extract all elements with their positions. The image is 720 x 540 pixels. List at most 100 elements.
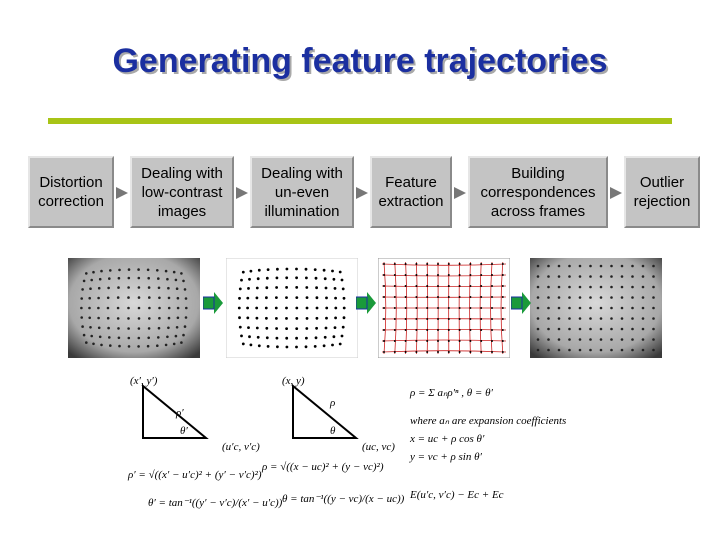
dot-mark xyxy=(109,344,112,347)
dot-mark xyxy=(491,285,493,287)
dot-mark xyxy=(127,296,130,299)
flow-arrow-icon xyxy=(510,292,531,319)
dot-mark xyxy=(274,306,278,310)
expansion-note: where aₙ are expansion coefficients xyxy=(410,415,566,427)
dot-mark xyxy=(158,306,161,310)
dot-mark xyxy=(285,327,288,330)
dot-mark xyxy=(184,297,188,300)
dot-mark xyxy=(652,275,655,278)
dot-mark xyxy=(631,327,634,331)
dot-mark xyxy=(256,335,260,339)
dot-mark xyxy=(156,344,159,347)
dot-mark xyxy=(447,340,450,342)
dot-mark xyxy=(246,296,250,300)
dot-mark xyxy=(652,285,655,289)
dot-mark xyxy=(578,338,582,341)
dot-mark xyxy=(393,296,396,298)
dot-mark xyxy=(255,286,259,290)
rho-prime-equation: ρ′ = √((x′ − u′c)² + (y′ − v′c)²) xyxy=(127,469,262,481)
dot-mark xyxy=(652,338,655,341)
dot-mark xyxy=(314,276,318,280)
dot-mark xyxy=(332,335,336,339)
dot-mark xyxy=(146,344,150,348)
dot-mark xyxy=(275,317,278,320)
dot-mark xyxy=(323,335,327,339)
dot-mark xyxy=(118,344,121,348)
dot-mark xyxy=(437,263,439,265)
dot-mark xyxy=(547,275,550,278)
dot-mark xyxy=(652,306,655,310)
dot-mark xyxy=(469,285,472,287)
dot-mark xyxy=(249,269,253,273)
dot-mark xyxy=(652,317,655,320)
step-label: Feature extraction xyxy=(378,174,444,210)
dot-mark xyxy=(323,277,327,281)
dot-mark xyxy=(137,296,141,299)
dot-mark xyxy=(469,263,472,265)
dot-mark xyxy=(116,317,120,320)
dot-mark xyxy=(599,338,603,341)
dot-mark xyxy=(116,296,120,299)
dot-mark xyxy=(631,285,634,289)
dot-mark xyxy=(89,287,92,290)
dot-mark xyxy=(185,306,188,310)
dot-mark xyxy=(180,272,183,275)
dot-mark xyxy=(276,267,279,271)
dot-mark xyxy=(340,334,344,338)
dot-mark xyxy=(249,343,253,347)
theta-prime-equation: θ′ = tan⁻¹((y′ − v′c)/(x′ − u′c)) xyxy=(148,497,283,509)
dot-mark xyxy=(589,264,592,268)
dot-mark xyxy=(127,345,131,348)
dot-mark xyxy=(447,329,450,331)
dot-mark xyxy=(610,348,613,352)
dot-mark xyxy=(248,335,251,339)
dot-mark xyxy=(599,275,603,278)
dot-mark xyxy=(599,264,603,268)
dot-mark xyxy=(315,316,319,320)
dot-mark xyxy=(137,268,140,271)
dot-mark xyxy=(578,306,582,310)
dot-mark xyxy=(275,327,278,330)
expansion-equation: ρ = Σ aₙρ′ⁿ , θ = θ′ xyxy=(409,387,494,399)
dot-mark xyxy=(480,263,483,265)
arrow-right-icon xyxy=(454,187,466,199)
dot-mark xyxy=(304,267,308,271)
dot-mark xyxy=(568,338,571,341)
dot-mark xyxy=(266,268,270,271)
dot-mark xyxy=(275,286,278,289)
dot-mark xyxy=(589,285,592,289)
dot-mark xyxy=(501,329,504,331)
tri2-top-label: (x, y) xyxy=(282,375,305,387)
page-title: Generating feature trajectories xyxy=(112,42,608,80)
feature-grid-image xyxy=(378,258,510,358)
dot-mark xyxy=(92,342,95,346)
dot-mark xyxy=(536,327,540,331)
dot-mark xyxy=(265,286,269,290)
dot-mark xyxy=(578,296,582,299)
dot-mark xyxy=(641,285,645,289)
dot-mark xyxy=(437,285,439,287)
step-correspondences: Building correspondences across frames xyxy=(468,156,608,228)
step-label: Building correspondences across frames xyxy=(480,164,596,220)
dot-mark xyxy=(404,307,407,309)
dot-mark xyxy=(147,286,151,289)
flow-arrow-icon xyxy=(202,292,223,319)
step-feature-extraction: Feature extraction xyxy=(370,156,452,228)
dot-mark xyxy=(557,348,561,352)
dot-mark xyxy=(333,326,337,329)
dot-mark xyxy=(501,351,504,353)
dot-mark xyxy=(383,329,385,331)
triangle-distorted xyxy=(142,383,209,439)
dot-mark xyxy=(631,348,634,352)
dot-mark xyxy=(118,268,121,272)
dot-mark xyxy=(437,329,439,331)
dot-mark xyxy=(437,318,439,320)
dot-mark xyxy=(256,277,260,281)
dot-mark xyxy=(127,276,131,280)
dot-mark xyxy=(631,317,634,320)
dot-mark xyxy=(314,336,318,340)
dot-mark xyxy=(295,267,298,271)
dot-mark xyxy=(557,338,561,341)
dot-mark xyxy=(241,270,245,274)
dot-mark xyxy=(285,276,289,280)
